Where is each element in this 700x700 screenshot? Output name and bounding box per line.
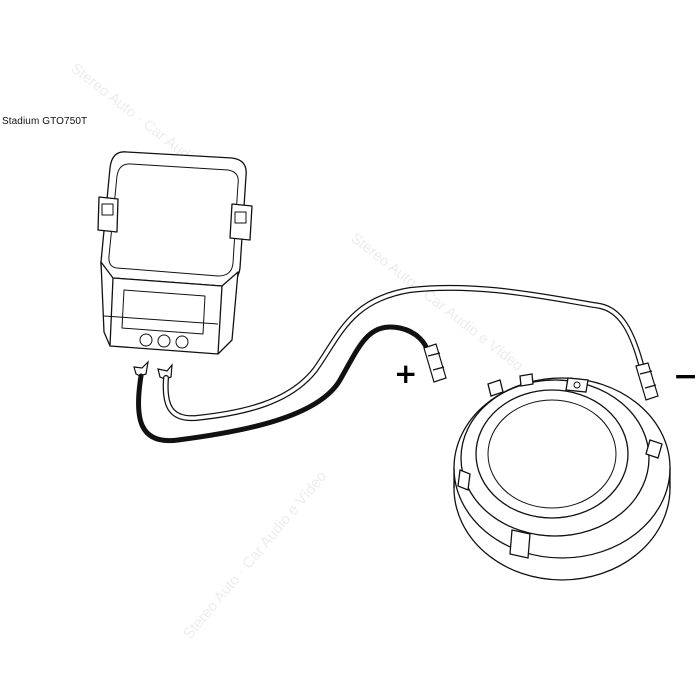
product-label: Stadium GTO750T (2, 116, 88, 127)
positive-sign: + (394, 357, 418, 390)
white-wire (162, 284, 645, 422)
black-wire (136, 324, 431, 444)
connector-positive (423, 343, 447, 383)
negative-sign: − (673, 359, 699, 394)
connector-negative (635, 362, 659, 401)
crossover-unit (97, 151, 253, 355)
svg-text:Stereo Auto · Car Audio e Víde: Stereo Auto · Car Audio e Vídeo (180, 468, 330, 642)
watermark: Stereo Auto · Car Audio e Vídeo Stereo A… (68, 60, 527, 643)
tweeter (453, 373, 671, 581)
spade-terminals (133, 360, 173, 380)
